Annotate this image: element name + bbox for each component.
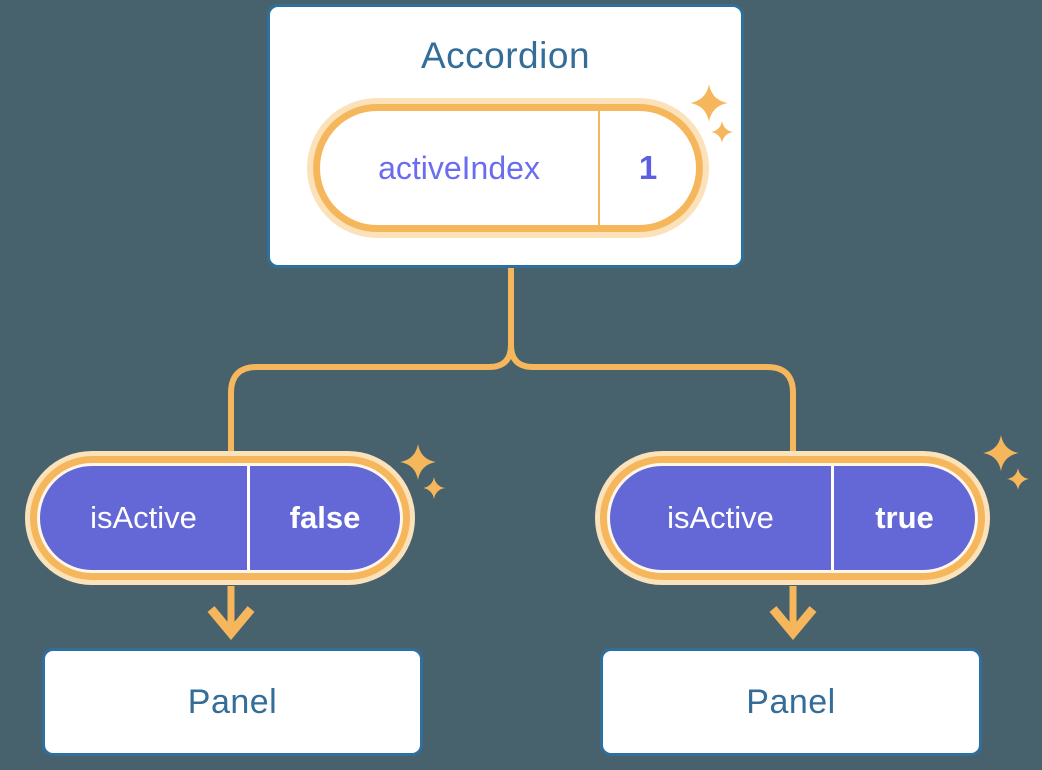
state-value: 1 — [638, 149, 658, 186]
prop-pill-divider — [247, 466, 250, 570]
connector-root-to-left-child — [228, 268, 514, 452]
sparkle-icon — [711, 121, 733, 143]
panel-title: Panel — [746, 682, 836, 721]
accordion-title: Accordion — [420, 35, 591, 76]
arrow-down-icon — [769, 606, 817, 641]
connector-root-to-right-child — [508, 268, 796, 452]
sparkle-icon — [983, 435, 1019, 471]
sparkle-icon — [1007, 468, 1029, 490]
state-pill-divider — [598, 111, 600, 225]
prop-pill-isactive-true: isActive true — [607, 463, 978, 573]
prop-value: true — [875, 500, 934, 535]
prop-name: isActive — [667, 500, 774, 535]
arrow-down-icon — [207, 606, 255, 641]
panel-title: Panel — [187, 682, 278, 721]
prop-value: false — [289, 500, 361, 535]
sparkle-icon — [400, 444, 436, 480]
prop-name: isActive — [90, 500, 197, 535]
prop-pill-divider — [831, 466, 834, 570]
state-name: activeIndex — [378, 149, 540, 186]
sparkle-icon — [423, 477, 445, 499]
panel-card-right: Panel — [600, 648, 982, 756]
state-pill: activeIndex 1 — [313, 104, 703, 232]
panel-card-left: Panel — [42, 648, 423, 756]
prop-pill-isactive-false: isActive false — [37, 463, 403, 573]
sparkle-icon — [690, 84, 728, 122]
